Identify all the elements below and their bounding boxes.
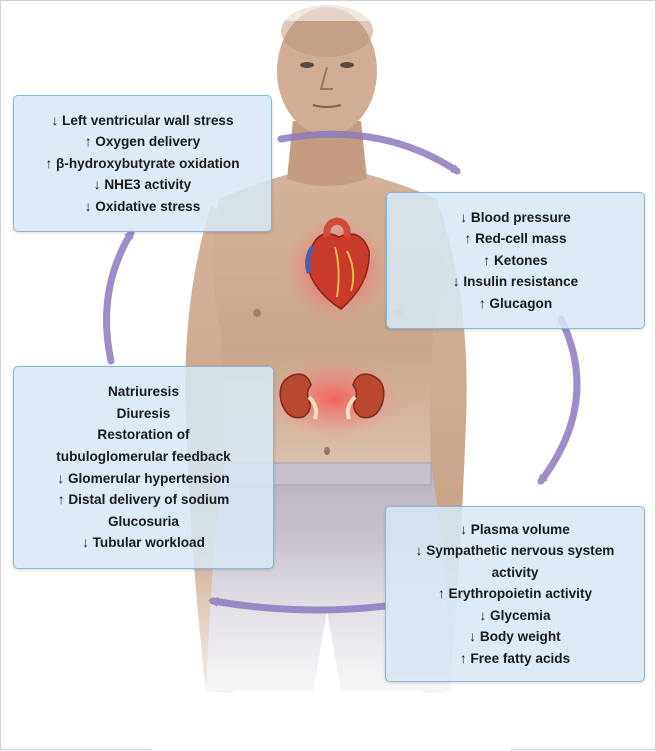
panel-line: Glucosuria <box>107 513 179 529</box>
panel-line: ↑ β-hydroxybutyrate oxidation <box>45 155 240 171</box>
panel-line: ↓ Insulin resistance <box>452 274 579 290</box>
panel-line: ↓ NHE3 activity <box>93 177 192 193</box>
panel-renal-effects: Natriuresis Diuresis Restoration of tubu… <box>13 366 274 569</box>
right-kidney <box>352 373 385 419</box>
left-kidney <box>279 373 312 419</box>
panel-line: tubuloglomerular feedback <box>56 448 231 464</box>
navel <box>324 447 330 455</box>
panel-line: ↓ Body weight <box>469 629 561 645</box>
nose <box>319 66 333 90</box>
panel-line: ↓ Blood pressure <box>460 209 571 225</box>
coronary-vessels <box>334 246 355 298</box>
arrow-bottom <box>208 596 389 614</box>
right-eye <box>340 62 354 68</box>
panel-line: ↑ Distal delivery of sodium <box>57 492 230 508</box>
left-nipple <box>253 309 261 317</box>
panel-line: ↑ Ketones <box>483 252 548 268</box>
arrow-left <box>103 228 135 365</box>
cycle-arrows <box>103 130 581 614</box>
panel-line: Natriuresis <box>107 384 180 400</box>
panel-cardiac-effects: ↓ Left ventricular wall stress ↑ Oxygen … <box>13 95 272 232</box>
top-fade <box>241 1 411 21</box>
panel-line: ↑ Oxygen delivery <box>84 134 201 150</box>
kidneys <box>263 357 407 441</box>
panel-metabolic-effects: ↓ Plasma volume ↓ Sympathetic nervous sy… <box>385 506 645 682</box>
panel-line: ↓ Left ventricular wall stress <box>51 112 234 128</box>
left-ureter <box>307 395 319 420</box>
mouth <box>312 104 342 108</box>
panel-line: ↑ Free fatty acids <box>459 650 571 666</box>
arrow-top <box>277 130 462 175</box>
panel-line: ↓ Oxidative stress <box>84 198 201 214</box>
left-eye <box>300 62 314 68</box>
aorta <box>323 217 351 238</box>
panel-line: ↓ Sympathetic nervous system <box>415 543 615 559</box>
panel-line: ↑ Red-cell mass <box>464 231 567 247</box>
panel-line: Diuresis <box>116 405 171 421</box>
panel-systemic-effects: ↓ Blood pressure ↑ Red-cell mass ↑ Keton… <box>386 192 645 329</box>
panel-line: ↓ Plasma volume <box>460 522 570 538</box>
panel-line: ↑ Glucagon <box>478 295 553 311</box>
vena-cava <box>305 245 316 274</box>
panel-line: activity <box>491 564 539 580</box>
panel-line: ↓ Glycemia <box>479 607 551 623</box>
panel-line: ↓ Tubular workload <box>82 535 205 551</box>
panel-line: ↓ Glomerular hypertension <box>57 470 230 486</box>
panel-line: Restoration of <box>97 427 190 443</box>
arrow-right <box>537 315 581 486</box>
heart-organ <box>285 217 389 321</box>
panel-line: ↑ Erythropoietin activity <box>437 586 593 602</box>
right-ureter <box>345 395 357 420</box>
